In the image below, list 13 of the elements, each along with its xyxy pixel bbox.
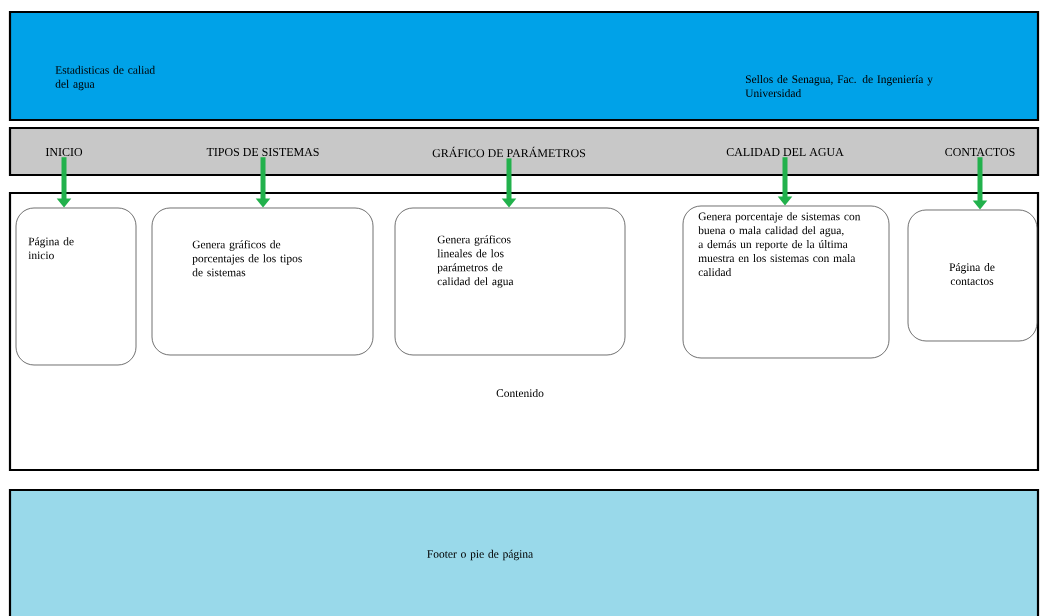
menu-item: CONTACTOS	[945, 147, 1015, 156]
content-card: Página de inicio	[15, 207, 137, 366]
header-band: Estadisticas de caliad del agua Sellos de Senagua, Fac. de Ingeniería y Universidad	[8, 10, 1040, 122]
content-card: Genera porcentaje de sistemas con buena o mala calidad del agua, a demás un reporte de la última muestra en los sistemas con mala calidad	[682, 205, 890, 359]
menu-item: INICIO	[45, 147, 83, 156]
content-card: Genera gráficos de porcentajes de los tipos de sistemas	[151, 207, 374, 356]
menu-item: CALIDAD DEL AGUA	[726, 147, 844, 156]
footer-band: Footer o pie de página	[8, 488, 1040, 616]
content-card: Página de contactos	[907, 209, 1038, 342]
menu-item: GRÁFICO DE PARÁMETROS	[432, 146, 586, 158]
menu-item: TIPOS DE SISTEMAS	[206, 147, 319, 156]
navigation-bar	[8, 126, 1040, 177]
content-card: Genera gráficos lineales de los parámetros de calidad del agua	[394, 207, 626, 356]
